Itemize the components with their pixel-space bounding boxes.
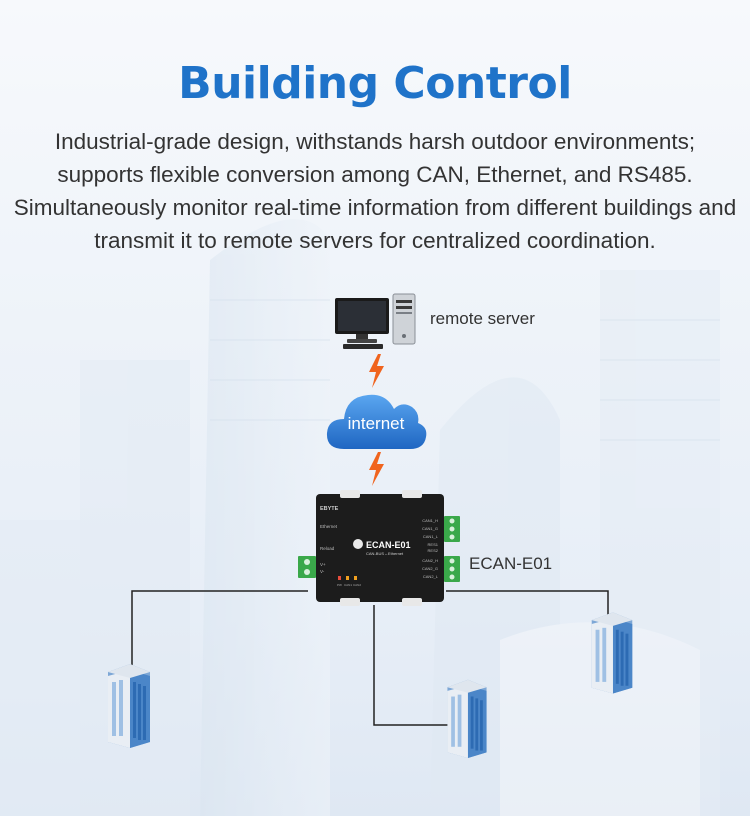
device-power-label: V- — [320, 569, 325, 574]
device-left-label: Ethernet — [320, 524, 338, 529]
computer-icon — [335, 293, 416, 349]
building-icon — [108, 664, 150, 748]
led-label: CAN2 — [353, 583, 361, 587]
terminal-block-can2 — [444, 556, 460, 582]
page-title: Building Control — [178, 58, 572, 109]
device-port-label: CAN1_H — [422, 518, 438, 523]
line-to-left-building — [131, 590, 308, 668]
device-power-label: V+ — [320, 562, 326, 567]
led-label: CAN1 — [344, 583, 352, 587]
device-ecan-e01: EBYTE Ethernet Reload ECAN-E01 CAN-BUS↔E… — [298, 490, 460, 606]
device-left-label: Reload — [320, 546, 335, 551]
device-logo-icon — [353, 539, 363, 549]
page-description: Industrial-grade design, withstands hars… — [13, 129, 737, 253]
remote-server-label: remote server — [430, 309, 535, 328]
line-to-middle-building — [373, 605, 448, 726]
device-port-label: CAN1_G — [422, 526, 438, 531]
device-port-label: CAN1_L — [423, 534, 439, 539]
device-port-label: RES2 — [428, 548, 439, 553]
terminal-block-can1 — [444, 516, 460, 542]
device-subtitle: CAN-BUS↔Ethernet — [366, 551, 404, 556]
device-port-label: RES1 — [428, 542, 439, 547]
device-model: ECAN-E01 — [366, 540, 411, 550]
device-port-label: CAN2_G — [422, 566, 438, 571]
device-brand: EBYTE — [320, 506, 339, 512]
terminal-block-left — [298, 556, 316, 578]
line-to-right-building — [446, 590, 609, 618]
lightning-arrow-icon — [369, 354, 384, 388]
led-indicator — [346, 576, 349, 580]
lightning-arrow-icon — [369, 452, 384, 486]
led-label: PW — [337, 583, 342, 587]
device-port-label: CAN2_L — [423, 574, 439, 579]
building-icon — [591, 612, 633, 694]
device-label: ECAN-E01 — [469, 554, 553, 573]
building-icon — [447, 679, 487, 758]
internet-label: internet — [348, 414, 405, 433]
led-indicator — [354, 576, 357, 580]
cloud-icon: internet — [326, 394, 427, 449]
device-port-label: CAN2_H — [422, 558, 438, 563]
led-indicator — [338, 576, 341, 580]
